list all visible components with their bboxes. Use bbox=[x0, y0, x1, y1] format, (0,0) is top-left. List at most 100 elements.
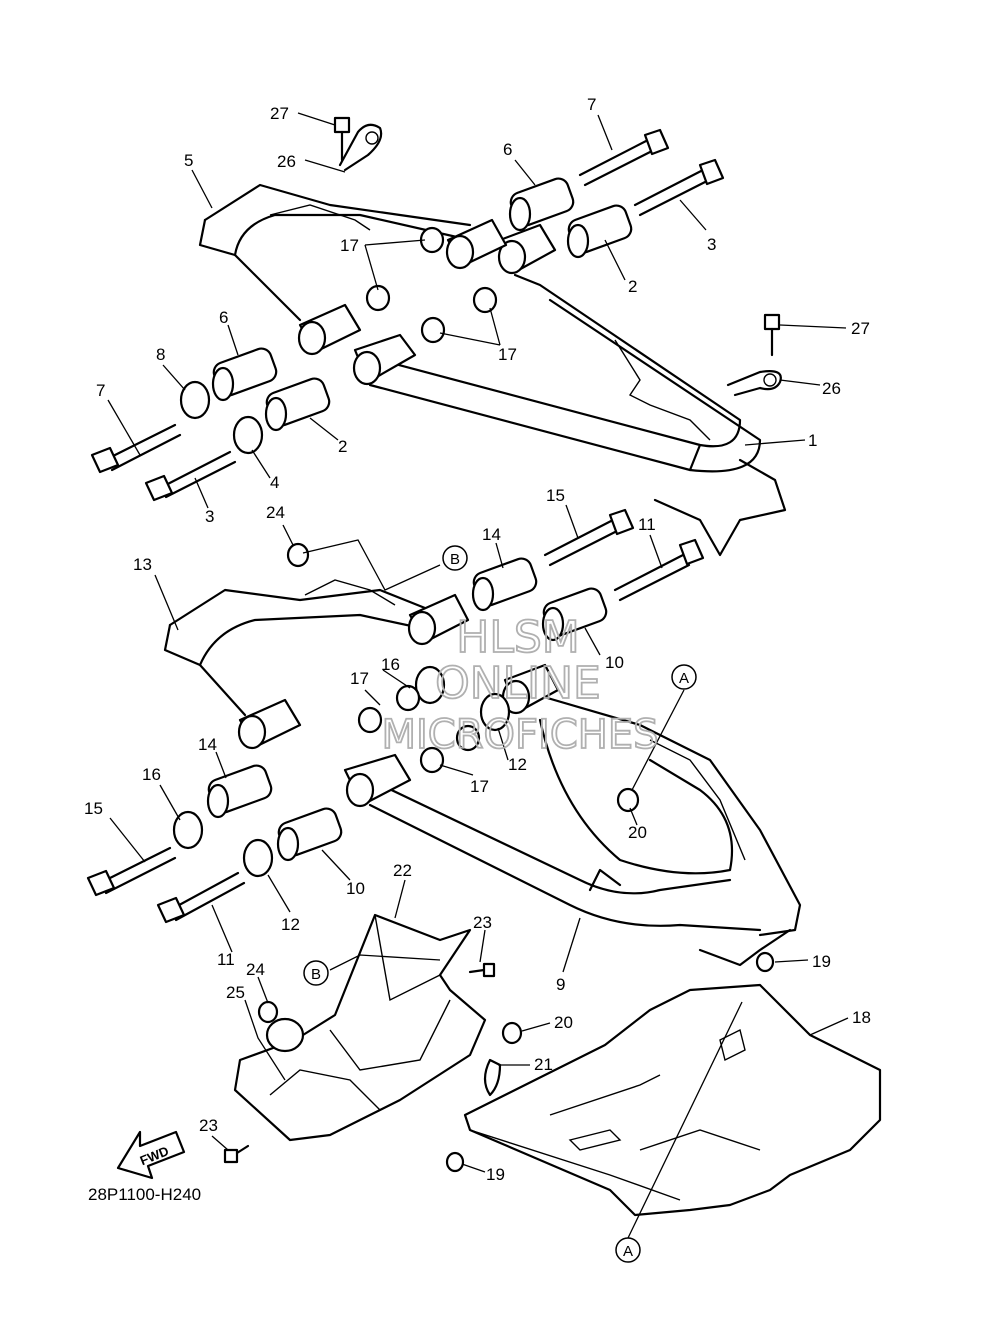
callout-23: 23 bbox=[199, 1116, 218, 1135]
bolt-7-right bbox=[578, 128, 670, 187]
nut-24-a bbox=[286, 542, 310, 568]
ref-marker-a-upper: A bbox=[671, 664, 697, 690]
nut-17-e bbox=[357, 706, 383, 734]
fwd-arrow-icon: FWD bbox=[116, 1130, 186, 1180]
svg-text:B: B bbox=[450, 551, 460, 568]
watermark-line-1: HLSM bbox=[456, 612, 580, 663]
washer-16-left bbox=[172, 810, 204, 850]
callout-19: 19 bbox=[812, 952, 831, 971]
callout-19: 19 bbox=[486, 1165, 505, 1184]
ref-marker-a-lower: A bbox=[615, 1237, 641, 1263]
bushing-10-right bbox=[541, 587, 608, 642]
diagram-code: 28P1100-H240 bbox=[88, 1185, 201, 1204]
callout-17: 17 bbox=[470, 777, 489, 796]
washer-8 bbox=[179, 380, 211, 420]
callout-2: 2 bbox=[628, 277, 637, 296]
leader-lines bbox=[107, 112, 849, 1239]
guard-part-18 bbox=[445, 951, 882, 1217]
lower-arm-part-9 bbox=[343, 663, 802, 967]
callout-9: 9 bbox=[556, 975, 565, 994]
callout-27: 27 bbox=[851, 319, 870, 338]
bushing-6-left bbox=[211, 347, 278, 402]
callout-18: 18 bbox=[852, 1008, 871, 1027]
nut-24-b bbox=[257, 1000, 279, 1024]
washer-16-right bbox=[414, 665, 446, 705]
callout-12: 12 bbox=[508, 755, 527, 774]
callout-7: 7 bbox=[96, 381, 105, 400]
callout-11: 11 bbox=[638, 515, 656, 534]
callout-2: 2 bbox=[338, 437, 347, 456]
callout-3: 3 bbox=[205, 507, 214, 526]
bolt-3-right bbox=[633, 158, 725, 217]
watermark-line-2: ONLINE bbox=[435, 658, 601, 709]
ref-marker-b-upper: B bbox=[442, 545, 468, 571]
nut-20-b bbox=[501, 1021, 523, 1045]
callout-14: 14 bbox=[198, 735, 217, 754]
collar-21 bbox=[483, 1058, 502, 1097]
callout-25: 25 bbox=[226, 983, 245, 1002]
callout-26: 26 bbox=[822, 379, 841, 398]
callout-7: 7 bbox=[587, 95, 596, 114]
callout-23: 23 bbox=[473, 913, 492, 932]
washer-4 bbox=[232, 415, 264, 455]
bolt-23-b bbox=[223, 1144, 250, 1164]
bolt-15-right bbox=[543, 508, 635, 567]
nut-17-d bbox=[420, 316, 446, 344]
bushing-10-left bbox=[276, 807, 343, 862]
watermark: HLSM ONLINE MICROFICHES bbox=[381, 611, 660, 759]
callout-24: 24 bbox=[266, 503, 285, 522]
callout-17: 17 bbox=[498, 345, 517, 364]
bushing-14-left bbox=[206, 764, 273, 819]
bushing-14-right bbox=[471, 557, 538, 612]
svg-text:B: B bbox=[311, 966, 321, 983]
callout-21: 21 bbox=[534, 1055, 553, 1074]
callout-20: 20 bbox=[628, 823, 647, 842]
collar-25 bbox=[265, 1017, 305, 1053]
callout-3: 3 bbox=[707, 235, 716, 254]
upper-arm-part-1 bbox=[352, 223, 787, 557]
callout-15: 15 bbox=[84, 799, 103, 818]
callout-24: 24 bbox=[246, 960, 265, 979]
ref-marker-b-lower: B bbox=[303, 960, 329, 986]
sensor-bracket-26-b bbox=[726, 370, 782, 397]
callout-22: 22 bbox=[393, 861, 412, 880]
callout-26: 26 bbox=[277, 152, 296, 171]
sensor-bracket-26-a bbox=[338, 123, 383, 172]
lower-hardware bbox=[86, 508, 705, 924]
callout-numbers: 27 26 5 6 7 3 17 2 27 6 8 7 17 26 1 2 4 … bbox=[84, 95, 871, 1184]
nut-20-a bbox=[616, 787, 640, 813]
callout-15: 15 bbox=[546, 486, 565, 505]
callout-4: 4 bbox=[270, 473, 279, 492]
bolt-19-a bbox=[755, 951, 775, 973]
bolt-19-b bbox=[445, 1151, 465, 1173]
watermark-line-3: MICROFICHES bbox=[382, 712, 659, 758]
callout-10: 10 bbox=[346, 879, 365, 898]
callout-5: 5 bbox=[184, 151, 193, 170]
washer-12-right bbox=[479, 692, 511, 732]
bushing-2-right bbox=[566, 204, 633, 259]
nut-17-g bbox=[455, 724, 481, 752]
guard-part-22 bbox=[223, 913, 496, 1164]
callout-27: 27 bbox=[270, 104, 289, 123]
bolt-11-right bbox=[613, 538, 705, 602]
callout-12: 12 bbox=[281, 915, 300, 934]
callout-20: 20 bbox=[554, 1013, 573, 1032]
callout-16: 16 bbox=[142, 765, 161, 784]
callout-1: 1 bbox=[808, 431, 817, 450]
bushing-2-left bbox=[264, 377, 331, 432]
bolt-11-left bbox=[156, 871, 246, 924]
callout-11: 11 bbox=[217, 950, 235, 969]
callout-16: 16 bbox=[381, 655, 400, 674]
bolt-7-left bbox=[90, 423, 182, 474]
callout-6: 6 bbox=[219, 308, 228, 327]
nut-17-b bbox=[365, 284, 391, 312]
nut-17-f bbox=[395, 684, 421, 712]
washer-12-left bbox=[242, 838, 274, 878]
upper-arm-part-5 bbox=[198, 183, 508, 356]
callout-17: 17 bbox=[340, 236, 359, 255]
bolt-3-left bbox=[144, 450, 237, 502]
callout-10: 10 bbox=[605, 653, 624, 672]
callout-6: 6 bbox=[503, 140, 512, 159]
lower-arm-part-13 bbox=[163, 579, 470, 750]
